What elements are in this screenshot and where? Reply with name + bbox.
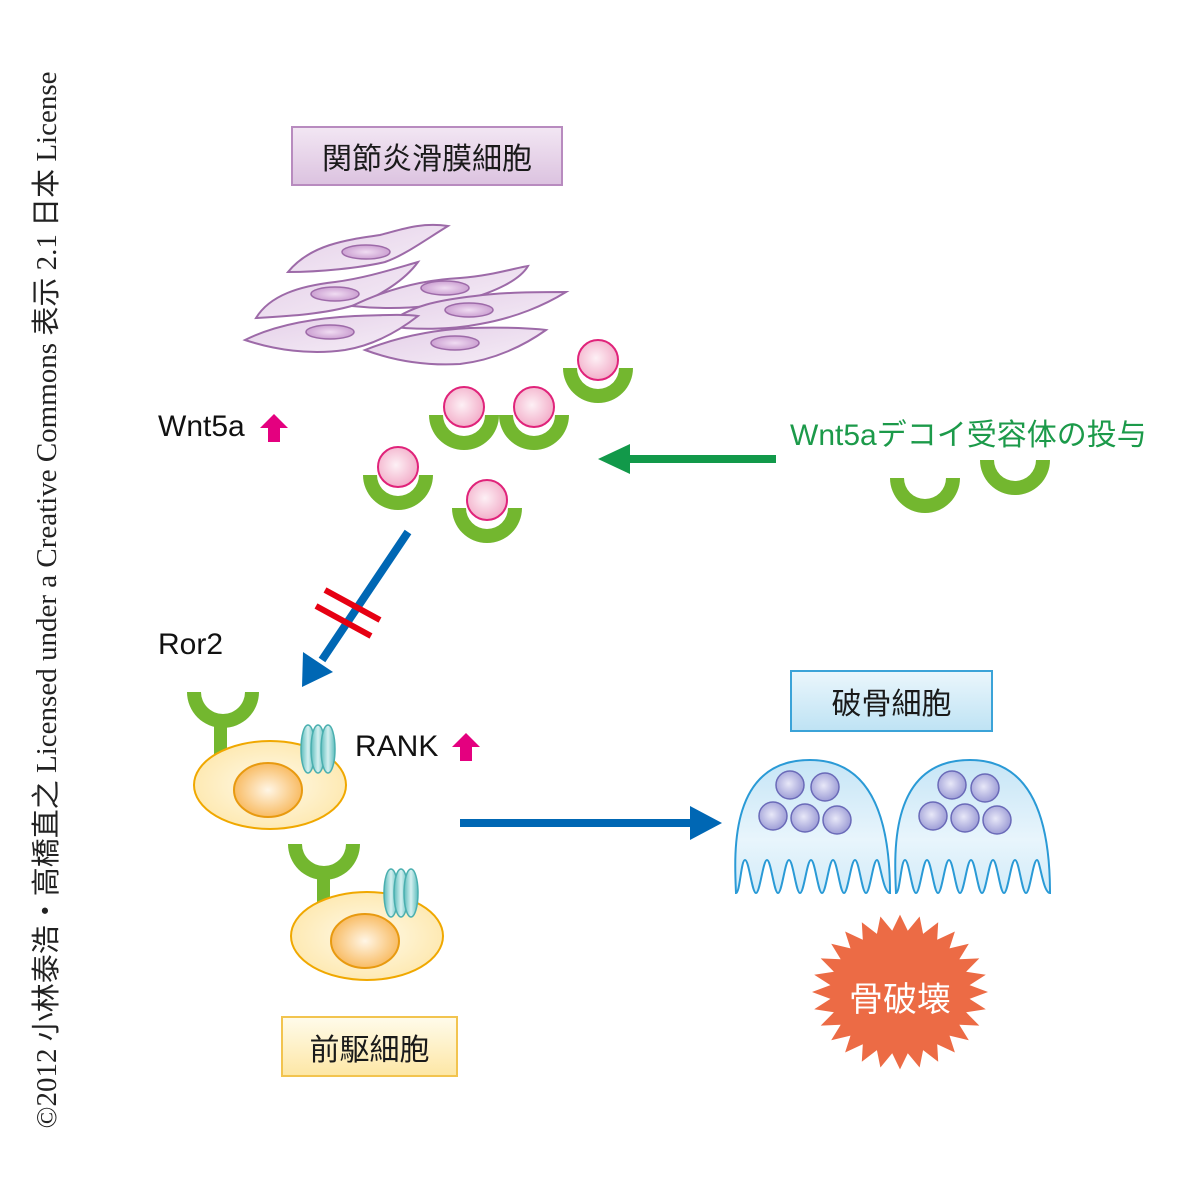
- osteoclast-label: 破骨細胞: [790, 670, 993, 732]
- osteoclast-nucleus: [918, 801, 948, 831]
- osteoclast-nucleus: [775, 770, 805, 800]
- osteoclast-nucleus: [758, 801, 788, 831]
- decoy-receptor: [363, 475, 433, 510]
- precursor-label-text: 前駆細胞: [309, 1032, 430, 1068]
- decoy-receptor: [890, 478, 960, 513]
- cell-nucleus: [330, 913, 400, 969]
- decoy-receptor: [429, 415, 499, 450]
- wnt5a-label: Wnt5a: [158, 410, 245, 443]
- osteoclast-nucleus: [822, 805, 852, 835]
- precursor-label: 前駆細胞: [281, 1016, 458, 1077]
- osteoclast-cell: [894, 758, 1052, 895]
- wnt5a-ligand: [577, 339, 619, 381]
- osteoclast-nucleus: [790, 803, 820, 833]
- free-decoy-receptors: [890, 460, 1050, 513]
- osteoclast-nucleus: [950, 803, 980, 833]
- double-slash-block-icon: [314, 587, 382, 639]
- wnt5a-decoy-complex: [563, 339, 633, 403]
- decoy-administration-label: Wnt5aデコイ受容体の投与: [790, 419, 1147, 452]
- rank-receptor: [383, 868, 419, 918]
- wnt5a-ligand: [377, 446, 419, 488]
- wnt5a-decoy-complex: [499, 386, 569, 450]
- synovial-nucleus: [310, 286, 360, 302]
- osteoclast-nucleus: [970, 773, 1000, 803]
- wnt5a-ligand: [466, 479, 508, 521]
- synovial-cell-cluster: [242, 223, 570, 366]
- wnt5a-decoy-complex: [429, 386, 499, 450]
- osteoclast-cell: [734, 758, 892, 895]
- synovial-nucleus: [305, 324, 355, 340]
- decoy-receptor: [980, 460, 1050, 495]
- wnt5a-decoy-complex: [363, 446, 433, 510]
- up-arrow-icon: [260, 414, 288, 442]
- up-arrow-icon: [452, 733, 480, 761]
- bone-destruction-label: 骨破壊: [849, 980, 951, 1020]
- copyright-notice: ©2012 小林泰浩・高橋直之 Licensed under a Creativ…: [31, 71, 63, 1129]
- synovial-cells-label: 関節炎滑膜細胞: [291, 126, 563, 186]
- decoy-receptor: [563, 368, 633, 403]
- synovial-nucleus: [444, 302, 494, 318]
- osteoclast-label-text: 破骨細胞: [831, 687, 952, 722]
- synovial-cells-label-text: 関節炎滑膜細胞: [322, 142, 532, 177]
- differentiation-arrow: [460, 806, 722, 840]
- wnt5a-ligand: [443, 386, 485, 428]
- cell-nucleus: [233, 762, 303, 818]
- decoy-receptor: [452, 508, 522, 543]
- wnt5a-decoy-complex: [452, 479, 522, 543]
- ror2-label: Ror2: [158, 628, 224, 661]
- decoy-administration-arrow: [598, 444, 776, 474]
- osteoclast-nucleus: [982, 805, 1012, 835]
- precursor-cell: [288, 844, 444, 981]
- rank-label: RANK: [355, 730, 439, 763]
- synovial-nucleus: [420, 280, 470, 296]
- synovial-nucleus: [341, 244, 391, 260]
- precursor-cell: [187, 692, 347, 830]
- ror2-receptor: [288, 844, 360, 880]
- osteoclast-nucleus: [937, 770, 967, 800]
- decoy-receptor: [499, 415, 569, 450]
- rank-receptor: [300, 724, 336, 774]
- wnt5a-ligand: [513, 386, 555, 428]
- bone-destruction-burst-icon: [812, 914, 988, 1070]
- wnt5a-decoy-complexes: [363, 339, 633, 543]
- synovial-nucleus: [430, 335, 480, 351]
- ror2-receptor: [187, 692, 259, 728]
- osteoclast-nucleus: [810, 772, 840, 802]
- wnt5a-ror2-signal-arrow: [302, 529, 412, 687]
